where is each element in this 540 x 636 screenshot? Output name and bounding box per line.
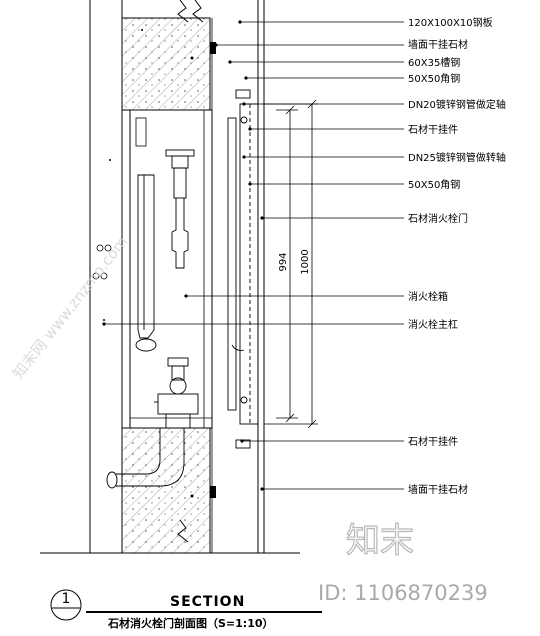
title-block: 1 SECTION 石材消火栓门剖面图（S=1:10）	[50, 589, 322, 630]
drawing-number: 1	[62, 591, 71, 607]
drawing-title: 石材消火栓门剖面图（S=1:10）	[107, 616, 274, 630]
watermark-logo: 知末	[346, 521, 414, 561]
dimension-inner: 994	[278, 252, 289, 271]
leader-lines	[104, 21, 404, 490]
watermark-diagonal: 知末网 www.znzmo.com	[9, 233, 131, 382]
folded-hose	[135, 174, 157, 352]
callout-wall-stone-bottom: 墙面干挂石材	[408, 483, 468, 496]
hose-nozzle	[165, 149, 195, 269]
leader-dots	[102, 20, 264, 491]
watermark-id: ID: 1106870239	[318, 581, 488, 605]
callout-steel-plate: 120X100X10钢板	[408, 16, 493, 29]
callout-stone-door: 石材消火栓门	[408, 212, 468, 225]
dimension-outer: 1000	[300, 249, 311, 274]
wall-marks	[92, 29, 143, 321]
hydrant-box-cavity	[129, 109, 213, 429]
main-pipe	[106, 428, 185, 489]
callout-angle-steel-top: 50X50角钢	[408, 72, 460, 85]
stone-door-assembly	[227, 89, 259, 449]
callout-dn25-pipe: DN25镀锌钢管做转轴	[408, 151, 506, 164]
fixing-bolts	[190, 42, 216, 498]
callout-stone-hanger-top: 石材干挂件	[408, 123, 458, 136]
callout-dn20-pipe: DN20镀锌钢管做定轴	[408, 98, 506, 111]
callout-channel-steel: 60X35槽钢	[408, 56, 460, 69]
callout-hydrant-main: 消火栓主杠	[408, 318, 458, 331]
section-label: SECTION	[170, 594, 245, 610]
watermark: 知末网 www.znzmo.com 知末 ID: 1106870239	[9, 233, 488, 605]
hydrant-valve	[154, 357, 199, 429]
callout-hydrant-box: 消火栓箱	[408, 290, 448, 303]
callout-wall-stone-top: 墙面干挂石材	[408, 38, 468, 51]
callout-stone-hanger-bottom: 石材干挂件	[408, 435, 458, 448]
callout-angle-steel-mid: 50X50角钢	[408, 178, 460, 191]
drawing-number-circle	[50, 589, 82, 621]
wall-structure	[40, 0, 300, 554]
